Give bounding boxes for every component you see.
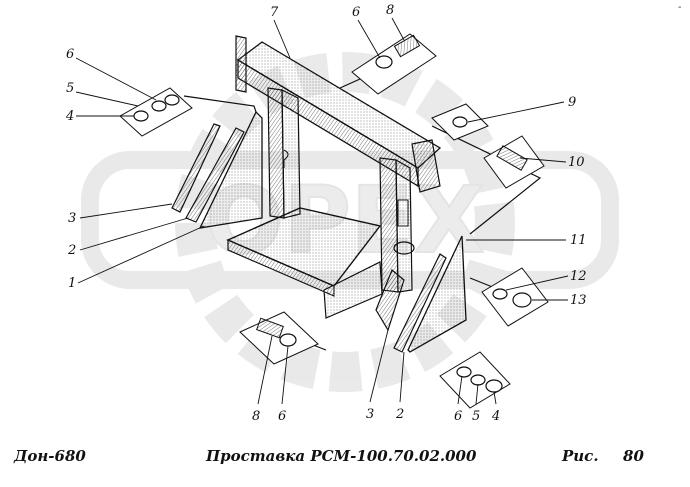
callout-6-bottom-right: 6 — [454, 409, 462, 424]
callout-12: 12 — [570, 269, 587, 284]
leader-lines — [75, 17, 569, 405]
callout-3-bottom: 3 — [366, 407, 374, 422]
callout-9: 9 — [568, 95, 576, 110]
nut-group-9 — [431, 103, 489, 141]
footer-figure-label: Рис. 80 — [562, 447, 644, 465]
right-post — [379, 157, 413, 293]
left-plate-assembly — [171, 110, 263, 229]
callout-4-left: 4 — [65, 109, 74, 124]
callout-11: 11 — [570, 233, 587, 248]
right-plate-assembly — [375, 235, 467, 353]
callout-2-bottom: 2 — [395, 407, 404, 422]
callout-10: 10 — [568, 155, 585, 170]
corner-mark: - — [678, 2, 682, 13]
callout-6-bottom-left: 6 — [278, 409, 286, 424]
callout-13: 13 — [570, 293, 587, 308]
callout-8-top: 8 — [386, 3, 394, 18]
callout-3-left: 3 — [68, 211, 76, 226]
washer-nut-group-12-13 — [481, 267, 549, 327]
callout-6-top: 6 — [352, 5, 360, 20]
callout-1: 1 — [68, 276, 76, 291]
callout-labels: 7 6 8 6 5 4 9 10 3 2 1 11 12 13 8 6 3 2 … — [65, 3, 587, 424]
footer-machine-name: Дон-680 — [14, 447, 86, 465]
callout-6-left: 6 — [66, 47, 74, 62]
callout-5-bottom: 5 — [472, 409, 480, 424]
callout-8-bottom: 8 — [252, 409, 260, 424]
bolt-group-10 — [483, 135, 545, 189]
callout-4-bottom: 4 — [491, 409, 500, 424]
figure-number: 80 — [623, 447, 644, 465]
washer-nut-group-top-left — [119, 87, 193, 137]
callout-7: 7 — [270, 5, 279, 20]
bolt-washer-group-bottom-left — [239, 311, 319, 365]
callout-2-left: 2 — [67, 243, 76, 258]
bolt-washer-group-top — [351, 33, 437, 95]
figure-prefix: Рис. — [562, 447, 599, 465]
callout-5-left: 5 — [66, 81, 74, 96]
footer-part-title: Проставка РСМ-100.70.02.000 — [206, 447, 477, 465]
platform — [226, 207, 383, 319]
washer-nut-group-bottom-right — [439, 351, 511, 409]
left-post — [267, 87, 301, 219]
